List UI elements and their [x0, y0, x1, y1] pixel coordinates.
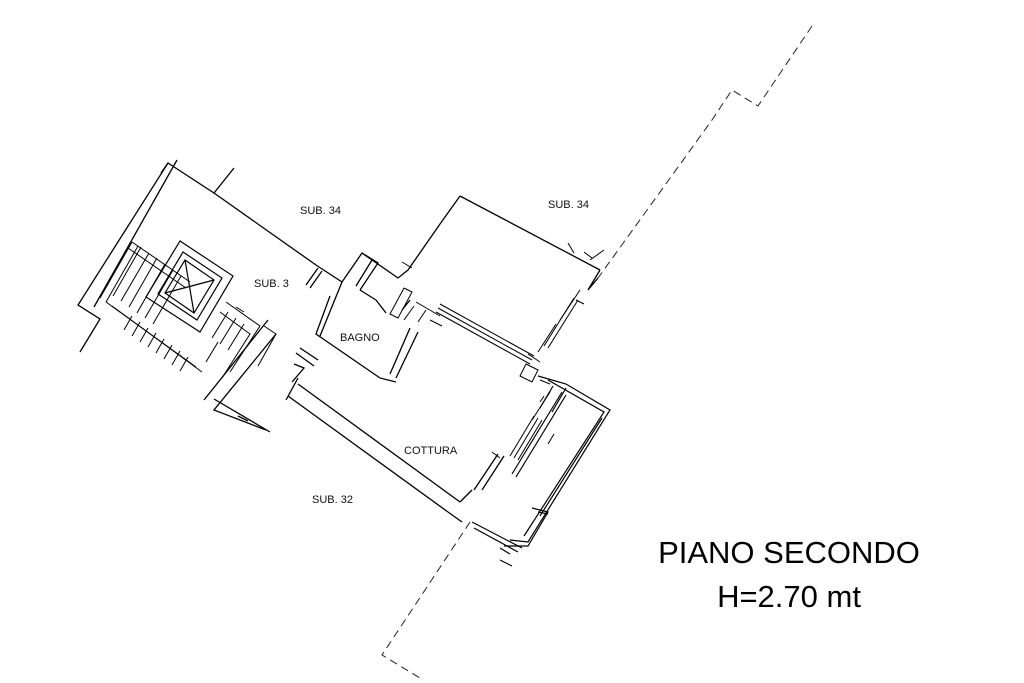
exterior-walls — [77, 159, 317, 353]
label-sub34-right: SUB. 34 — [548, 199, 589, 211]
plan-title: PIANO SECONDO H=2.70 mt — [658, 535, 920, 614]
wall-ticks — [401, 242, 605, 459]
title-floor-name: PIANO SECONDO — [658, 535, 920, 570]
title-ceiling-height: H=2.70 mt — [717, 579, 861, 614]
label-bagno: BAGNO — [340, 332, 380, 344]
label-sub32: SUB. 32 — [312, 494, 353, 506]
balcony — [471, 375, 611, 567]
room-labels: SUB. 34 SUB. 34 SUB. 3 BAGNO COTTURA SUB… — [254, 199, 589, 506]
label-cottura: COTTURA — [404, 445, 458, 457]
interior-walls — [203, 195, 601, 523]
elevator-shaft — [145, 240, 234, 333]
property-boundary — [381, 25, 813, 679]
windows — [389, 287, 585, 461]
label-sub3: SUB. 3 — [254, 278, 289, 290]
label-sub34-left: SUB. 34 — [300, 205, 341, 217]
